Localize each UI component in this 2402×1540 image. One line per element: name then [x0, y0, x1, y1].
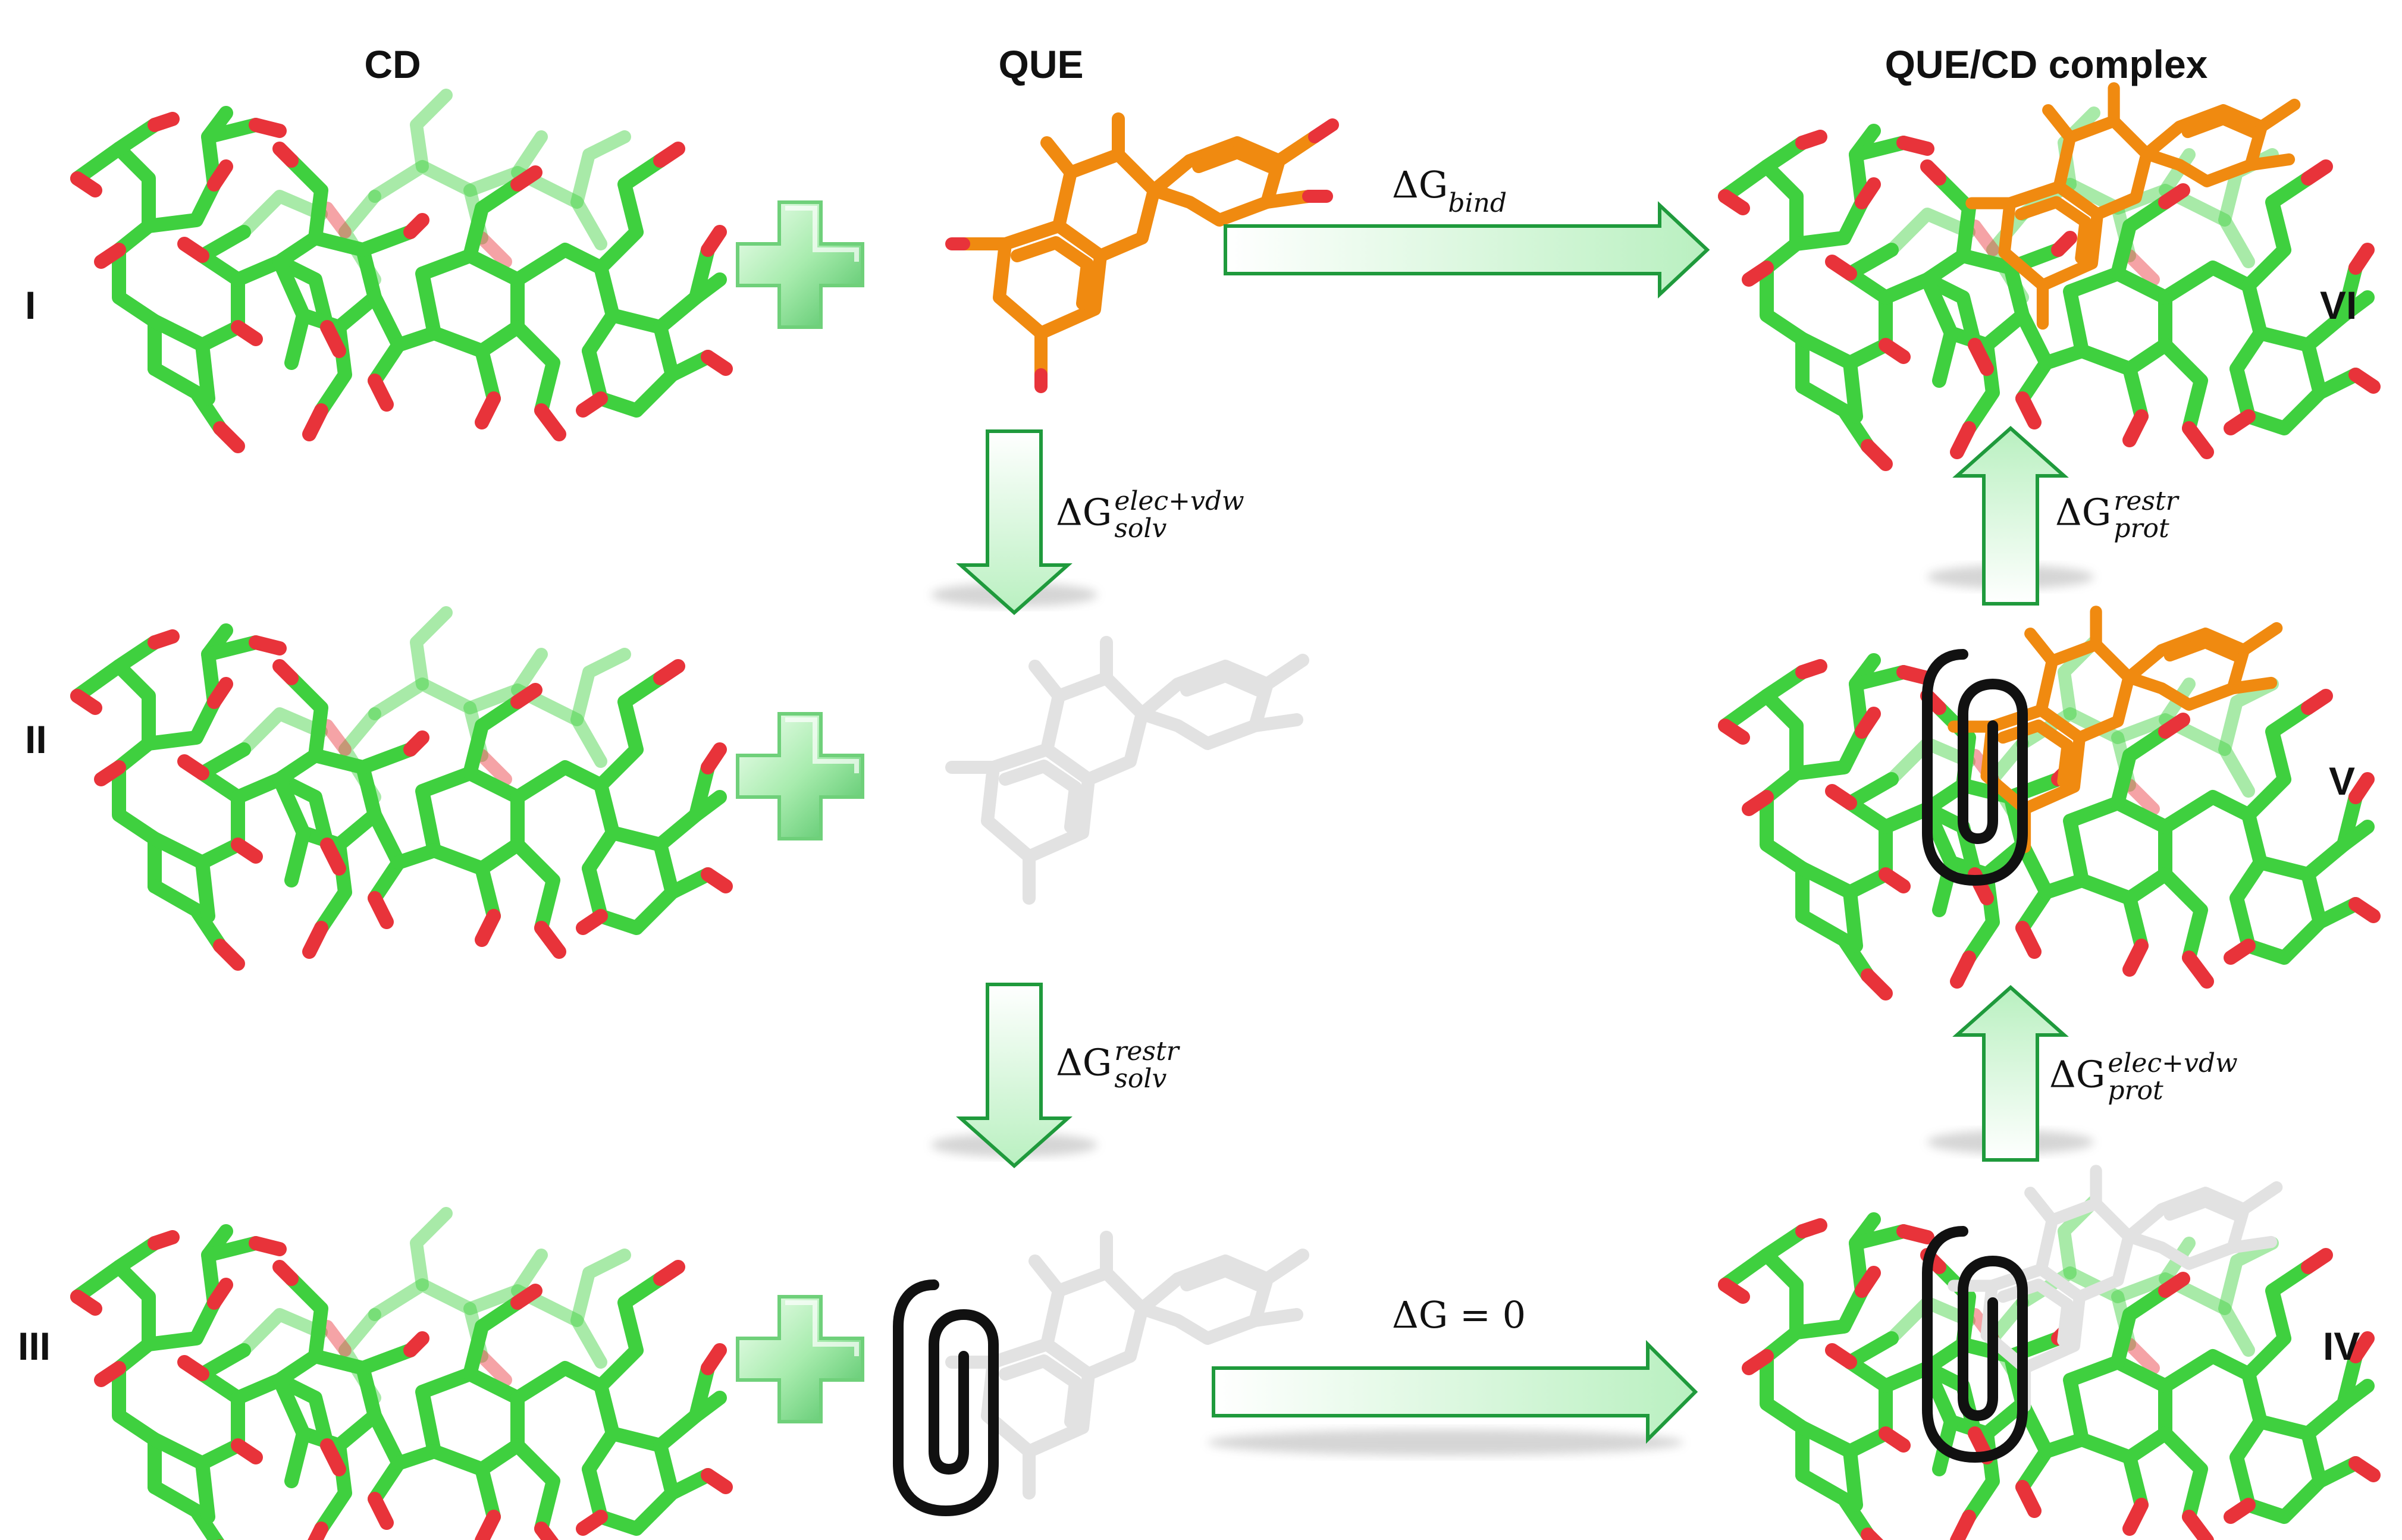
- arrow-zero: [1208, 1340, 1698, 1456]
- complex-state-iv: [1725, 1171, 2373, 1540]
- cd-molecule-state-iii: [77, 1213, 726, 1540]
- complex-state-v: [1725, 611, 2373, 993]
- header-que: QUE: [998, 42, 1084, 86]
- state-label-iii: III: [18, 1324, 51, 1368]
- arrow-solv-restr: [931, 983, 1097, 1169]
- label-dg-bind: ΔGbind: [1392, 163, 1507, 219]
- header-cd: CD: [364, 42, 421, 86]
- que-molecule-coupled: [945, 119, 1339, 393]
- que-molecule-decoupled: [952, 642, 1303, 898]
- state-label-v: V: [2329, 759, 2356, 803]
- arrow-prot-restr: [1927, 425, 2094, 606]
- plus-icon-row-ii: [738, 714, 863, 839]
- state-label-i: I: [25, 283, 36, 327]
- complex-state-vi: [1725, 88, 2373, 464]
- state-label-vi: VI: [2320, 283, 2357, 327]
- arrow-solv-elec-vdw: [931, 429, 1097, 616]
- arrow-bind: [1224, 201, 1710, 299]
- restraint-clip-icon-iii: [898, 1285, 993, 1511]
- cd-molecule-state-i: [77, 95, 726, 446]
- arrow-prot-elec-vdw: [1927, 984, 2094, 1162]
- state-label-ii: II: [25, 717, 47, 761]
- cd-molecule-state-ii: [77, 613, 726, 964]
- state-label-iv: IV: [2323, 1324, 2360, 1368]
- plus-icon-row-iii: [738, 1297, 863, 1422]
- que-molecule-decoupled-restrained: [952, 1237, 1303, 1493]
- plus-icon-row-i: [738, 202, 863, 327]
- label-dg-zero: ΔG = 0: [1392, 1293, 1526, 1337]
- header-complex: QUE/CD complex: [1884, 42, 2208, 86]
